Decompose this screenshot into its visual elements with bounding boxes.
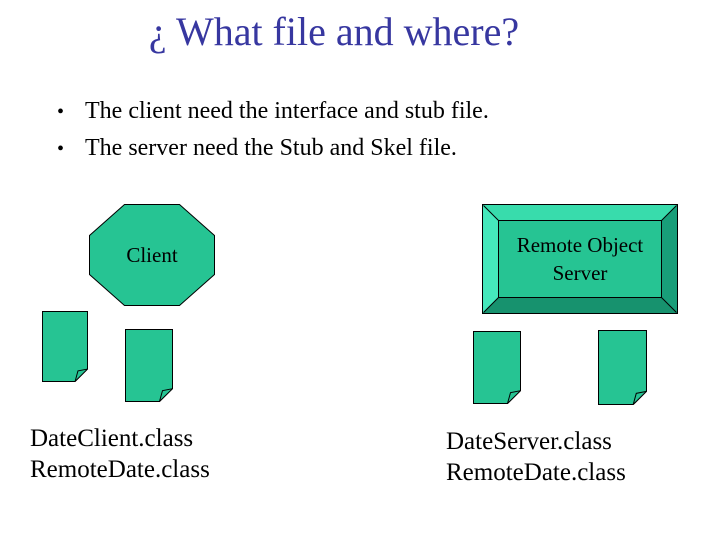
server-class-document-icon <box>598 330 647 405</box>
client-octagon-shape: Client <box>89 204 215 306</box>
client-file-names: DateClient.class RemoteDate.class <box>30 423 210 485</box>
bullet-icon: • <box>57 138 65 160</box>
file-name: DateServer.class <box>446 428 612 455</box>
client-class-document-icon <box>125 329 173 402</box>
client-stub-document-icon <box>42 311 88 382</box>
file-name: RemoteDate.class <box>30 456 210 483</box>
server-stub-document-icon <box>473 331 521 404</box>
slide-title: ¿ What file and where? <box>148 9 520 54</box>
file-name: RemoteDate.class <box>446 459 626 486</box>
bullet-item: • The client need the interface and stub… <box>57 98 489 135</box>
bullet-item: • The server need the Stub and Skel file… <box>57 135 489 172</box>
bevel-corner-lines-icon <box>483 205 677 313</box>
client-shape-label: Client <box>126 242 178 267</box>
server-shape-label: Remote Object Server <box>498 220 662 298</box>
server-shape-label-line1: Remote Object <box>516 233 644 257</box>
server-shape-label-line2: Server <box>552 261 608 285</box>
server-bevel-box-shape: Remote Object Server <box>482 204 678 314</box>
bullet-icon: • <box>57 101 65 123</box>
bullet-text: The server need the Stub and Skel file. <box>85 135 457 161</box>
octagon-icon <box>89 204 215 306</box>
bullet-text: The client need the interface and stub f… <box>85 98 489 124</box>
file-name: DateClient.class <box>30 425 194 452</box>
bullet-list: • The client need the interface and stub… <box>57 98 489 172</box>
server-file-names: DateServer.class RemoteDate.class <box>446 426 626 488</box>
